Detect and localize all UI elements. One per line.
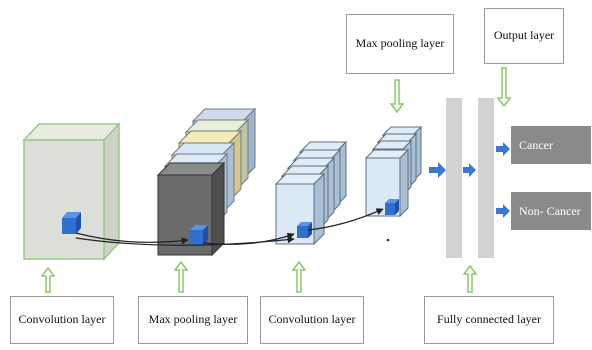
output-cancer: Cancer bbox=[511, 126, 591, 164]
green-arrow-pool1 bbox=[173, 260, 189, 293]
input-kernel-cube bbox=[62, 212, 81, 234]
fc-bar-1 bbox=[446, 98, 462, 258]
kernel-connector-3 bbox=[202, 232, 295, 245]
conv2-feature-maps bbox=[274, 140, 348, 246]
green-arrow-conv1 bbox=[40, 266, 56, 293]
fully-connected-label: Fully connected layer bbox=[437, 312, 541, 327]
blue-arrow-to-non-cancer bbox=[496, 204, 510, 218]
output-layer-label-box: Output layer bbox=[484, 8, 564, 64]
green-arrow-pool2 bbox=[389, 79, 405, 114]
output-cancer-label: Cancer bbox=[519, 137, 553, 152]
pool2-feature-maps bbox=[364, 125, 423, 218]
green-arrow-fully-connected bbox=[462, 264, 478, 293]
pool1-label-box: Max pooling layer bbox=[138, 296, 248, 344]
kernel-connector-4 bbox=[307, 208, 384, 231]
pool1-kernel-cube bbox=[190, 225, 208, 245]
pool2-kernel-cube bbox=[385, 199, 399, 215]
conv2-label-box: Convolution layer bbox=[260, 296, 364, 344]
conv1-label-box: Convolution layer bbox=[10, 296, 114, 344]
output-non-cancer-label: Non- Cancer bbox=[519, 203, 581, 218]
output-layer-label: Output layer bbox=[493, 28, 555, 43]
stray-dot bbox=[386, 238, 390, 242]
conv2-label: Convolution layer bbox=[268, 312, 356, 327]
conv1-label: Convolution layer bbox=[18, 312, 106, 327]
pool2-label-box: Max pooling layer bbox=[346, 14, 454, 74]
green-arrow-output bbox=[496, 67, 512, 108]
fc-bar-2 bbox=[478, 98, 494, 258]
pool2-label: Max pooling layer bbox=[355, 36, 445, 51]
fully-connected-label-box: Fully connected layer bbox=[424, 296, 554, 344]
blue-arrow-fc1-to-fc2 bbox=[463, 163, 476, 177]
output-non-cancer: Non- Cancer bbox=[511, 192, 591, 230]
blue-arrow-to-cancer bbox=[496, 142, 510, 156]
blue-arrow-pool-to-fc bbox=[429, 162, 446, 178]
kernel-connector-1 bbox=[75, 232, 189, 245]
input-block bbox=[22, 122, 121, 261]
green-arrow-conv2 bbox=[291, 260, 307, 293]
pool1-label: Max pooling layer bbox=[148, 312, 238, 327]
